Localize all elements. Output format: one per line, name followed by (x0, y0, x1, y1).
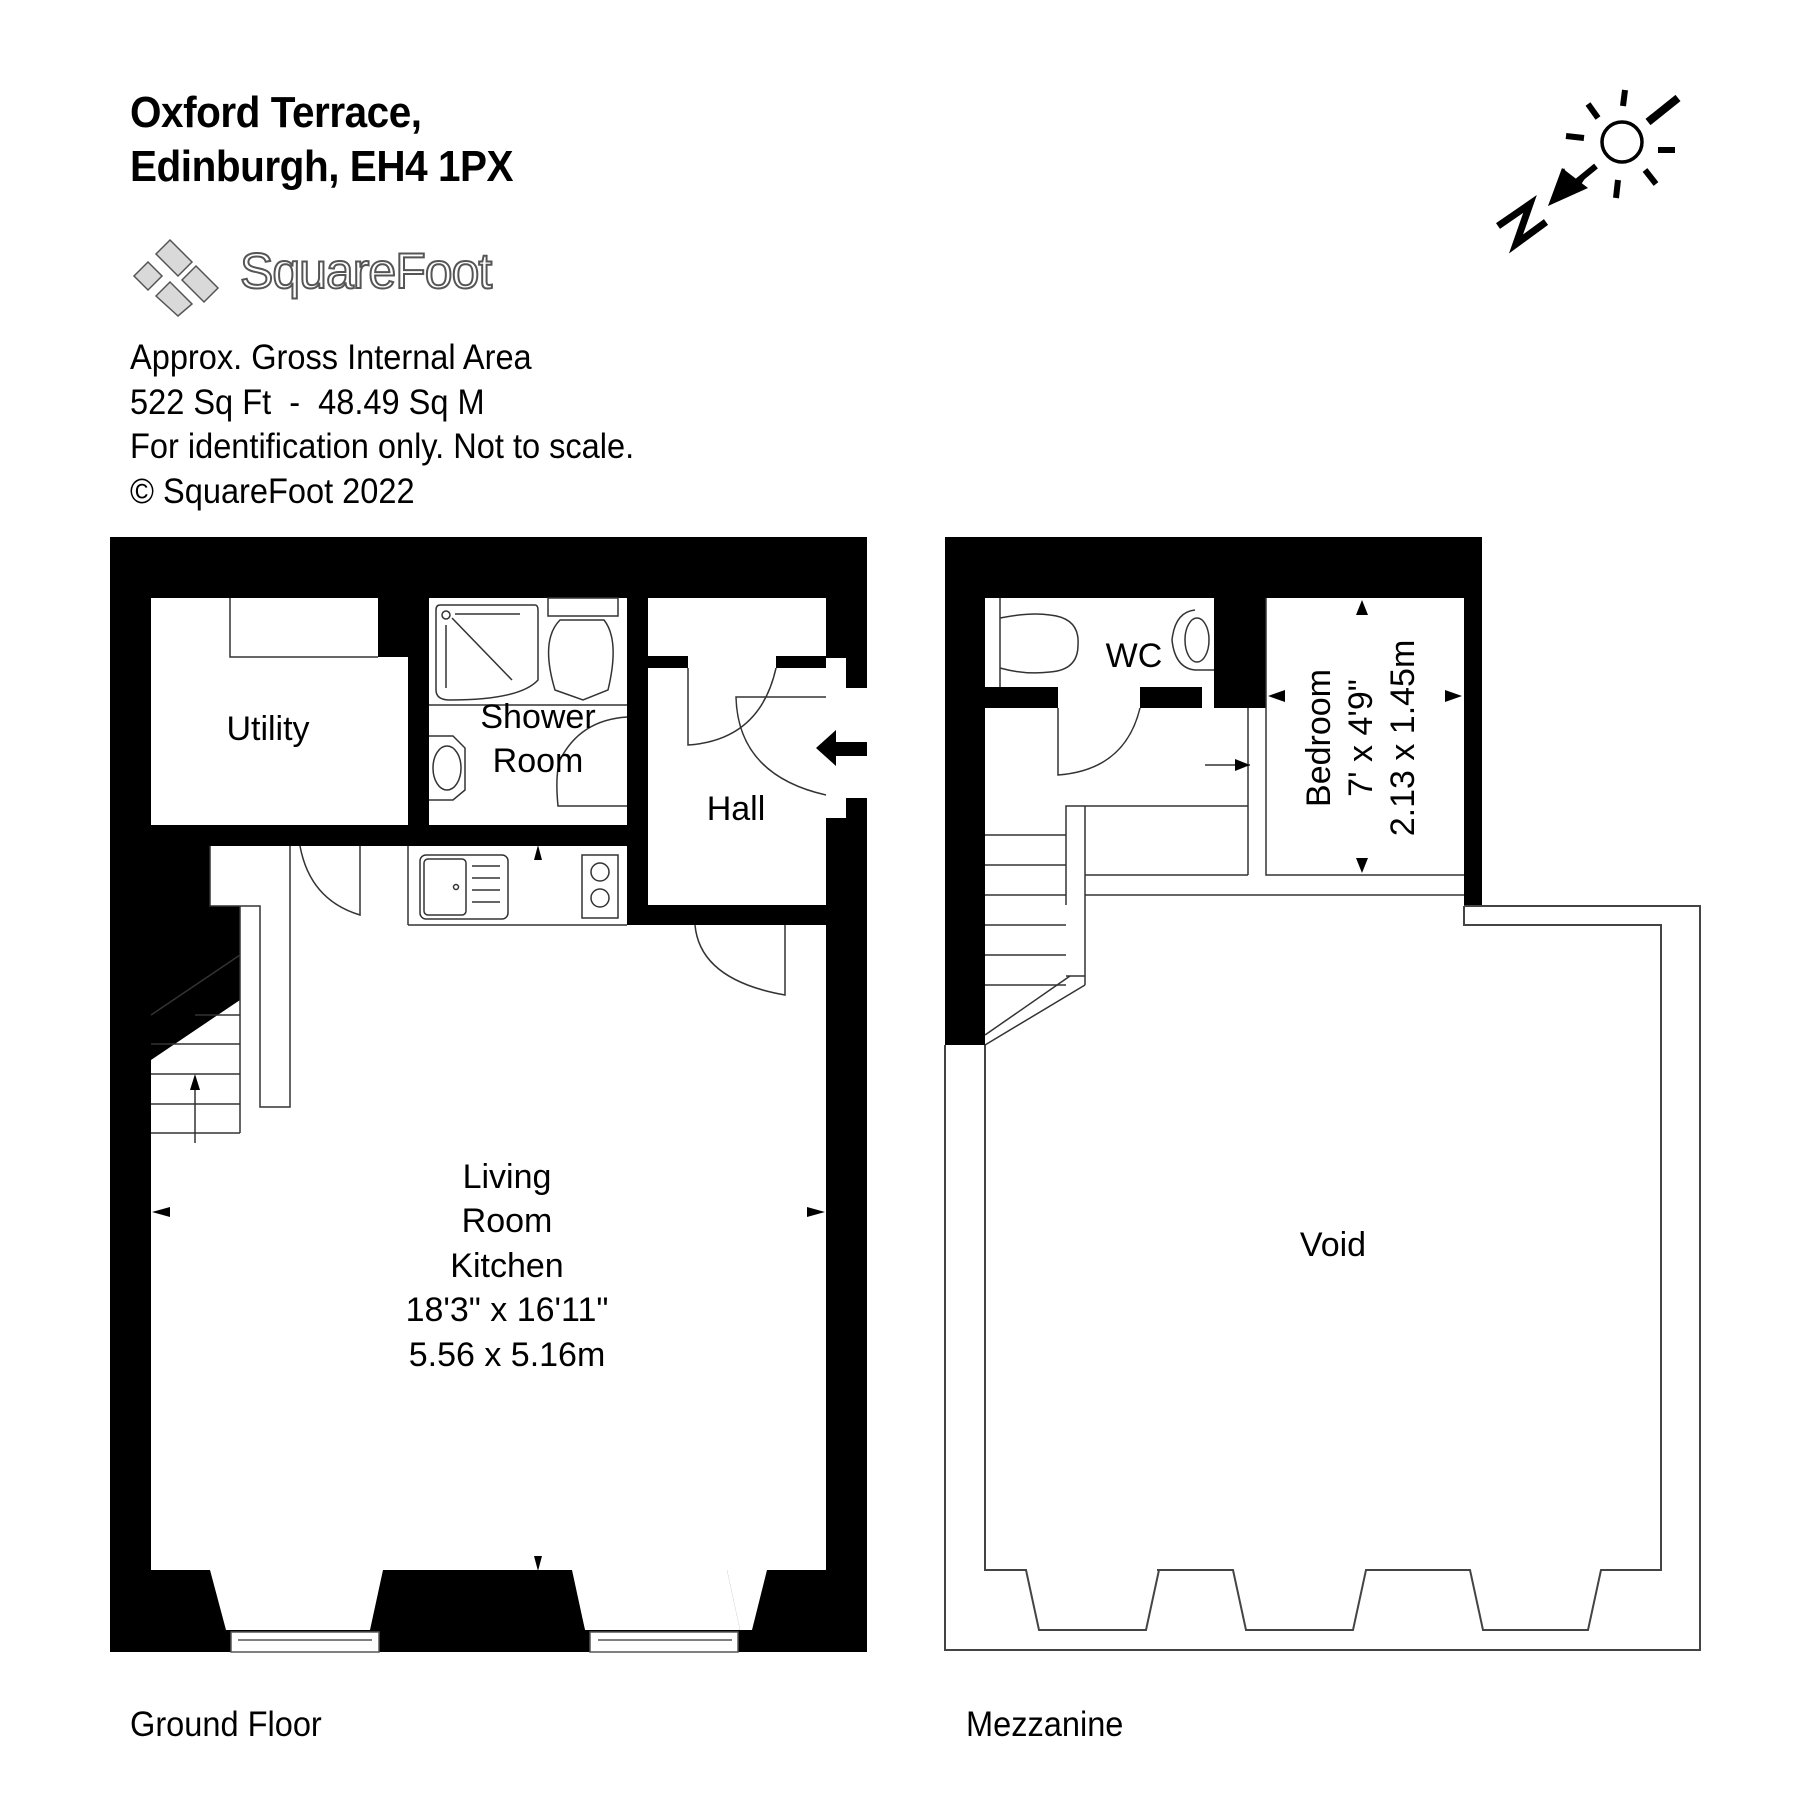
property-address: Oxford Terrace, Edinburgh, EH4 1PX (130, 86, 514, 194)
area-value: 522 Sq Ft - 48.49 Sq M (130, 382, 485, 422)
room-label-wc: WC (1106, 637, 1163, 675)
squarefoot-diamond-logo-icon (132, 238, 220, 318)
mezzanine-label: Mezzanine (966, 1705, 1124, 1744)
north-letter (1496, 195, 1549, 254)
room-label-utility: Utility (226, 710, 309, 748)
squarefoot-logo: SquareFoot (130, 238, 550, 318)
area-info: Approx. Gross Internal Area 522 Sq Ft - … (130, 336, 634, 514)
area-heading: Approx. Gross Internal Area (130, 338, 532, 377)
disclaimer: For identification only. Not to scale. (130, 427, 635, 466)
room-dims-bedroom-metric: 2.13 x 1.45m (1384, 640, 1422, 837)
address-line-1: Oxford Terrace, (130, 88, 422, 137)
ground-floor-plan: Utility Shower Room Hall Living Room Kit… (110, 537, 867, 1653)
north-arrow-sun-icon (1496, 89, 1681, 254)
room-label-bedroom: Bedroom (1300, 669, 1338, 807)
copyright: © SquareFoot 2022 (130, 471, 415, 511)
room-label-void: Void (1300, 1226, 1366, 1264)
room-label-living-line2: Room (462, 1202, 553, 1240)
ground-floor-label: Ground Floor (130, 1705, 322, 1744)
room-dims-living-imperial: 18'3" x 16'11" (406, 1291, 609, 1329)
logo-brand-text: SquareFoot (239, 242, 493, 300)
mezzanine-plan: WC Bedroom 7' x 4'9" 2.13 x 1.45m Void (944, 537, 1701, 1651)
room-label-living-line1: Living (463, 1158, 552, 1196)
address-line-2: Edinburgh, EH4 1PX (130, 142, 514, 191)
room-label-shower-line2: Room (493, 742, 584, 780)
room-dims-bedroom-imperial: 7' x 4'9" (1342, 679, 1380, 797)
entrance-arrow-icon (816, 730, 867, 766)
room-label-hall: Hall (707, 790, 766, 828)
room-label-shower-line1: Shower (480, 698, 595, 736)
room-label-living-line3: Kitchen (450, 1247, 563, 1285)
room-dims-living-metric: 5.56 x 5.16m (409, 1336, 606, 1374)
